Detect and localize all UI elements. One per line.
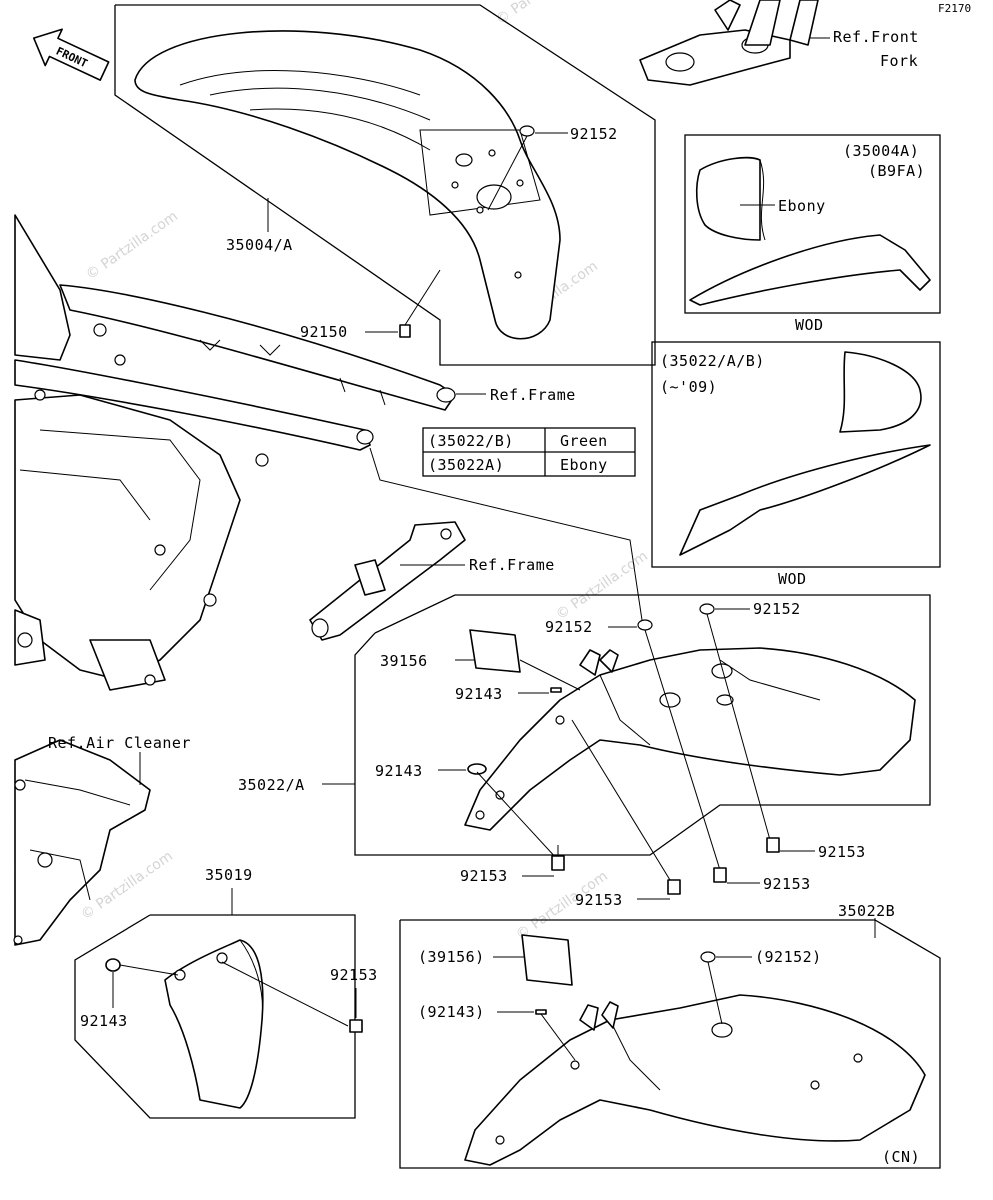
nut-92143	[467, 763, 487, 775]
mud-guard-35019	[164, 939, 264, 1109]
washer-92152	[637, 619, 653, 631]
color-table-color: Ebony	[560, 456, 608, 474]
inset-color-label: Ebony	[778, 197, 826, 215]
watermark: © Partzilla.com	[553, 548, 651, 623]
watermark: © Partzilla.com	[83, 208, 181, 283]
bolt-92150	[399, 269, 441, 338]
label-92152: 92152	[753, 600, 801, 618]
leader-line	[707, 961, 723, 1025]
leader-line	[119, 964, 179, 976]
reflector-39156	[469, 629, 521, 673]
bolt-92153	[713, 867, 727, 883]
rear-frame-bracket	[309, 521, 466, 641]
inset-rear-fender-top	[839, 351, 922, 433]
front-fender-35004	[134, 30, 561, 340]
reflector-39156-cn	[521, 934, 573, 986]
label-92150: 92150	[300, 323, 348, 341]
label-39156-paren: (39156)	[418, 948, 485, 966]
label-92153: 92153	[330, 966, 378, 984]
leader-line	[487, 135, 528, 211]
inset-year: (~'09)	[660, 378, 717, 396]
label-92152-paren: (92152)	[755, 948, 822, 966]
leader-line	[706, 613, 771, 841]
label-cn: (CN)	[882, 1148, 920, 1166]
leader-line	[644, 629, 721, 871]
leader-line	[519, 659, 581, 691]
inset-fender-side-view	[689, 234, 931, 306]
label-92152: 92152	[545, 618, 593, 636]
bolt-92153	[349, 1019, 363, 1033]
group-outline-rear-fender	[354, 594, 931, 856]
nut-92143	[550, 687, 562, 693]
color-table: (35022/B) Green (35022A) Ebony	[422, 427, 636, 477]
front-arrow-icon: FRONT	[32, 28, 110, 81]
color-table-part: (35022A)	[428, 456, 504, 474]
color-table-part: (35022/B)	[428, 432, 514, 450]
color-table-color: Green	[560, 432, 608, 450]
label-ref-frame-2: Ref.Frame	[469, 556, 555, 574]
rear-fender-35022	[464, 647, 916, 831]
frame-illustration	[14, 214, 456, 691]
leader-line	[221, 961, 349, 1027]
label-92143: 92143	[455, 685, 503, 703]
label-92143: 92143	[80, 1012, 128, 1030]
group-outline-front-fender	[114, 4, 656, 366]
watermark: © Partzilla.com	[493, 0, 591, 28]
label-ref-front-fork: Ref.Front	[833, 28, 919, 46]
leader-line	[369, 447, 643, 621]
label-92153: 92153	[763, 875, 811, 893]
diagram-code: F2170	[938, 2, 971, 15]
inset-fender-top-view	[695, 156, 761, 241]
nut-92143	[105, 958, 121, 972]
leader-line	[476, 771, 559, 861]
label-92153: 92153	[575, 891, 623, 909]
label-ref-air-cleaner: Ref.Air Cleaner	[48, 734, 191, 752]
label-92153: 92153	[818, 843, 866, 861]
label-35022a: 35022/A	[238, 776, 305, 794]
leader-line	[571, 719, 671, 881]
nut-92143-cn	[535, 1009, 547, 1015]
label-92153: 92153	[460, 867, 508, 885]
group-outline-35019	[74, 914, 356, 1119]
label-ref-front-fork-line2: Fork	[880, 52, 918, 70]
label-35004a: 35004/A	[226, 236, 293, 254]
inset-box-wod-1	[684, 134, 941, 314]
label-35022b: 35022B	[838, 902, 895, 920]
washer-92152-cn	[700, 951, 716, 963]
inset-part-number: (35004A)	[843, 142, 919, 160]
inset-rear-fender-side	[679, 444, 931, 556]
inset-caption-wod-2: WOD	[778, 570, 807, 588]
bolt-92153	[766, 837, 780, 853]
front-fork-illustration	[639, 0, 819, 86]
inset-part-number: (35022/A/B)	[660, 352, 765, 370]
washer-92152	[519, 125, 535, 137]
inset-box-wod-2	[651, 341, 941, 568]
label-92152: 92152	[570, 125, 618, 143]
bolt-92153	[551, 845, 565, 871]
group-outline-35022b	[399, 919, 941, 1169]
label-92143-paren: (92143)	[418, 1003, 485, 1021]
leader-line	[540, 1013, 576, 1061]
inset-caption-wod-1: WOD	[795, 316, 824, 334]
label-35019: 35019	[205, 866, 253, 884]
bolt-92153	[667, 879, 681, 895]
label-ref-frame: Ref.Frame	[490, 386, 576, 404]
washer-92152	[699, 603, 715, 615]
rear-fender-35022b	[464, 994, 926, 1166]
inset-color-code: (B9FA)	[868, 162, 925, 180]
air-cleaner-illustration	[13, 739, 151, 946]
label-92143: 92143	[375, 762, 423, 780]
label-39156: 39156	[380, 652, 428, 670]
